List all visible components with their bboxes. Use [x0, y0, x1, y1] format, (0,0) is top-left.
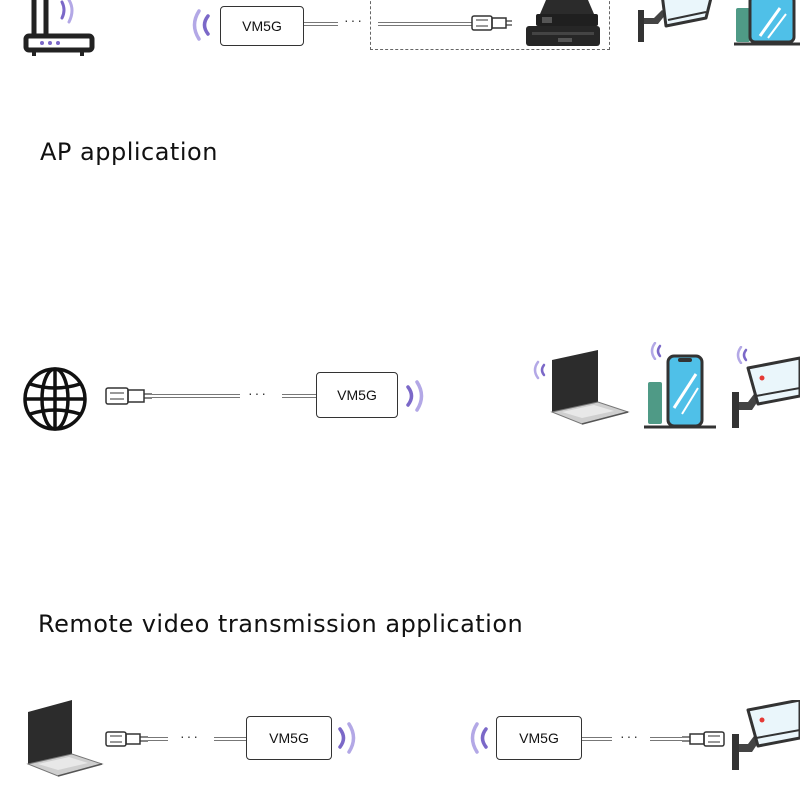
cable-ellipsis: ···: [248, 385, 268, 401]
vm5g-device-box: VM5G: [316, 372, 398, 418]
pos-terminal-icon: [522, 0, 604, 48]
vm5g-device-box: VM5G: [496, 716, 582, 760]
laptop-icon: [548, 350, 630, 426]
signal-icon: [648, 342, 664, 360]
ethernet-cable: [378, 22, 472, 26]
cable-ellipsis: ···: [180, 728, 200, 744]
security-camera-icon: [636, 0, 716, 44]
cable-ellipsis: ···: [620, 728, 640, 744]
ethernet-cable: [650, 737, 682, 741]
ethernet-cable: [304, 22, 338, 26]
security-camera-icon: [728, 700, 800, 772]
ethernet-cable: [148, 737, 168, 741]
signal-icon: [334, 720, 364, 756]
ethernet-cable: [282, 394, 316, 398]
device-label: VM5G: [519, 730, 559, 746]
signal-icon: [530, 360, 548, 380]
rj45-connector-icon: [682, 728, 726, 750]
device-label: VM5G: [337, 387, 377, 403]
signal-icon: [734, 346, 750, 364]
cable-ellipsis: ···: [344, 12, 364, 28]
security-camera-icon: [728, 356, 800, 430]
rj45-connector-icon: [104, 384, 152, 408]
ethernet-cable: [214, 737, 246, 741]
laptop-icon: [24, 700, 104, 778]
device-label: VM5G: [269, 730, 309, 746]
rj45-connector-icon: [470, 12, 512, 34]
signal-icon: [184, 8, 214, 42]
router-icon: [20, 0, 98, 58]
vm5g-device-box: VM5G: [220, 6, 304, 46]
globe-icon: [22, 366, 88, 432]
smartphone-icon: [642, 352, 716, 430]
signal-icon: [462, 720, 492, 756]
section-title-remote: Remote video transmission application: [38, 610, 524, 638]
ethernet-cable: [582, 737, 612, 741]
dashed-enclosure: [370, 0, 610, 50]
ethernet-cable: [152, 394, 240, 398]
vm5g-device-box: VM5G: [246, 716, 332, 760]
device-label: VM5G: [242, 18, 282, 34]
rj45-connector-icon: [104, 728, 148, 750]
section-title-ap: AP application: [40, 138, 218, 166]
signal-icon: [56, 0, 84, 24]
signal-icon: [402, 378, 432, 414]
smartphone-icon: [734, 0, 800, 48]
